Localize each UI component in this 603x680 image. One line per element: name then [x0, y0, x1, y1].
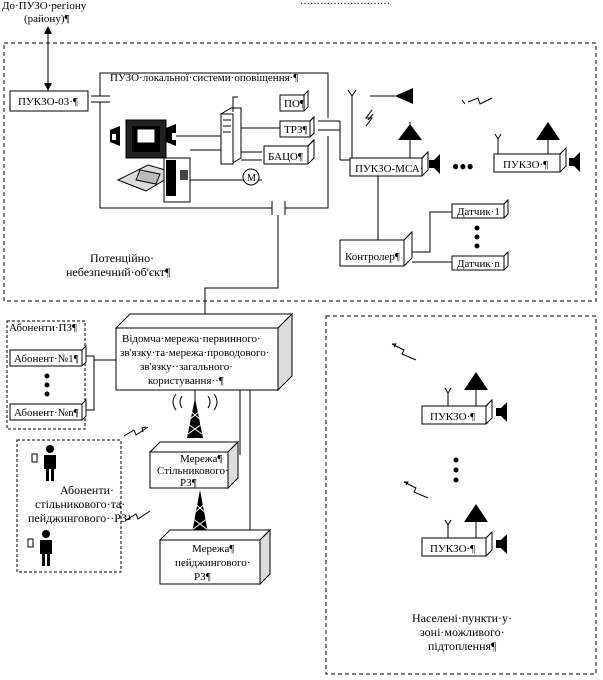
svg-text:Населені·пункти·у·: Населені·пункти·у·	[412, 611, 512, 625]
settlement-pukzo2: ПУКЗО·¶	[421, 504, 507, 557]
motor-icon: М	[242, 168, 260, 186]
sensorn-box: Датчик·n	[451, 250, 509, 271]
svg-text:ПУКЗО·¶: ПУКЗО·¶	[430, 543, 475, 555]
svg-text:Стільникового·: Стільникового·	[157, 465, 229, 477]
svg-text:М: М	[247, 173, 256, 184]
pukzo-right-box: ПУКЗО·¶	[493, 122, 580, 173]
signal-icon-2	[125, 510, 151, 521]
arrow-up-icon	[44, 26, 52, 34]
svg-text:Відомча·мережа·первинного·: Відомча·мережа·первинного·	[122, 333, 261, 345]
paging-tower-icon	[191, 490, 209, 538]
signal-icon-1	[123, 426, 149, 437]
svg-text:Датчик·n: Датчик·n	[457, 258, 500, 270]
settlements-frame	[325, 315, 597, 675]
sensor1-box: Датчик·1	[451, 198, 509, 219]
network-main-box: Відомча·мережа·первинного· зв'язку·та·ме…	[114, 312, 294, 392]
siren-icon	[398, 122, 422, 158]
svg-text:пейджингового··РЗ: пейджингового··РЗ	[28, 511, 127, 525]
cellular-network-box: Мережа¶ Стільникового· РЗ¶	[148, 440, 240, 490]
cell-tower-icon	[172, 393, 218, 438]
mobile-subscribers-label: Абоненти· стільникового·та· пейджинговог…	[28, 483, 127, 525]
top-right-text: ………………………	[300, 0, 390, 7]
workstation-icon	[110, 119, 191, 203]
svg-text:Датчик·1: Датчик·1	[457, 206, 500, 218]
settlement-dots	[453, 457, 459, 483]
pz-subscribers-frame	[6, 320, 86, 430]
svg-text:ПУКЗО-03·¶: ПУКЗО-03·¶	[18, 96, 78, 108]
paging-network-box: Мережа¶ пейджингового· РЗ¶	[158, 528, 272, 586]
svg-text:РЗ¶: РЗ¶	[180, 477, 197, 489]
local-system-label: ПУЗО·локальної·системи·оповіщення·¶	[110, 72, 298, 84]
svg-text:Абонент·№n¶: Абонент·№n¶	[14, 407, 79, 419]
signal-icon-4	[403, 481, 429, 499]
svg-text:Абонент·№1¶: Абонент·№1¶	[14, 353, 79, 365]
svg-text:ПУКЗО-МСА·: ПУКЗО-МСА·	[355, 163, 423, 175]
local-system-bottom	[99, 102, 272, 209]
settlement-pukzo1: ПУКЗО·¶	[421, 372, 507, 425]
person-icon-2	[27, 530, 52, 566]
subscribern-box: Абонент·№n¶	[9, 398, 87, 421]
arrow-down-icon	[44, 83, 52, 91]
pz-subscribers-title: Абоненти·ПЗ¶	[9, 322, 77, 334]
controller-box: Контролер¶	[339, 230, 413, 267]
svg-text:Потенційно·: Потенційно·	[90, 251, 154, 265]
sensor-dots	[474, 225, 480, 249]
svg-text:користування··¶: користування··¶	[148, 375, 224, 387]
svg-text:ТРЗ¶: ТРЗ¶	[284, 124, 307, 136]
svg-text:стільникового·та·: стільникового·та·	[35, 497, 125, 511]
top-label: До·ПУЗО·регіону (району)¶	[2, 0, 87, 25]
dots-row: ●●●	[452, 159, 474, 173]
svg-text:пейджингового·: пейджингового·	[175, 557, 250, 569]
svg-text:БАЦО¶: БАЦО¶	[268, 151, 303, 163]
pukzo03-box: ПУКЗО-03·¶	[9, 90, 89, 112]
trz-box: ТРЗ¶	[279, 115, 315, 138]
mobile-subscribers-frame	[16, 439, 122, 573]
settlements-label: Населені·пункти·у· зоні·можливого· підто…	[412, 611, 512, 653]
subscriber1-box: Абонент·№1¶	[9, 344, 87, 367]
svg-text:небезпечний·об'єкт¶: небезпечний·об'єкт¶	[66, 265, 171, 279]
local-system-top	[99, 72, 329, 118]
batso-box: БАЦО¶	[263, 138, 315, 165]
svg-text:ПУКЗО·¶: ПУКЗО·¶	[430, 411, 475, 423]
subscriber-dots	[44, 373, 50, 397]
svg-text:До·ПУЗО·регіону: До·ПУЗО·регіону	[2, 0, 87, 12]
svg-text:підтоплення¶: підтоплення¶	[428, 639, 497, 653]
signal-icon-3	[391, 343, 417, 361]
pukzo-msa-box: ПУКЗО-МСА·	[349, 150, 440, 177]
svg-text:Мережа¶: Мережа¶	[180, 453, 222, 465]
person-icon	[31, 445, 56, 481]
svg-text:зоні·можливого·: зоні·можливого·	[420, 625, 505, 639]
svg-text:Абоненти·: Абоненти·	[60, 483, 114, 497]
antenna-icon	[347, 88, 413, 158]
svg-text:Контролер¶: Контролер¶	[345, 251, 400, 263]
svg-text:ПО¶: ПО¶	[284, 98, 305, 110]
hazard-object-label: Потенційно· небезпечний·об'єкт¶	[66, 251, 171, 279]
svg-text:зв'язку·та·мережа·проводового·: зв'язку·та·мережа·проводового·	[120, 347, 269, 359]
po-box: ПО¶	[279, 89, 309, 112]
svg-text:(району)¶: (району)¶	[24, 13, 69, 25]
svg-text:ПУКЗО·¶: ПУКЗО·¶	[503, 159, 548, 171]
wireless-signal-icon	[467, 97, 493, 105]
pc-tower-icon	[220, 107, 242, 165]
svg-text:зв'язку··загального·: зв'язку··загального·	[140, 361, 233, 373]
hazard-object-frame	[3, 42, 597, 302]
svg-text:РЗ¶: РЗ¶	[194, 571, 211, 583]
svg-text:Мережа¶: Мережа¶	[192, 543, 234, 555]
